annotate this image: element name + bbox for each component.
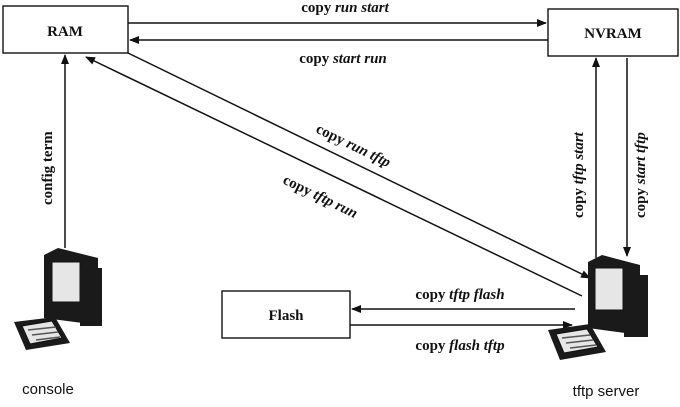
cmd-copy-start-run: copy start run (299, 51, 387, 67)
flash-label: Flash (268, 308, 304, 324)
nvram-box: NVRAM (547, 8, 679, 57)
arrow-ram-to-tftp (127, 52, 591, 279)
nvram-label: NVRAM (584, 26, 642, 42)
cmd-copy-tftp-start: copy tftp start (571, 131, 587, 218)
tftp-server-caption: tftp server (573, 383, 640, 400)
cmd-copy-start-tftp: copy start tftp (633, 132, 649, 218)
flash-box: Flash (221, 290, 351, 339)
tftp-server-computer-icon (548, 255, 648, 360)
arrow-tftp-to-ram (85, 56, 583, 297)
cmd-copy-flash-tftp: copy flash tftp (415, 338, 505, 354)
cmd-config-term: config term (40, 131, 56, 205)
cmd-copy-run-start: copy run start (301, 0, 389, 16)
cmd-copy-tftp-flash: copy tftp flash (415, 287, 504, 303)
console-caption: console (22, 381, 74, 398)
console-computer-icon (14, 248, 102, 350)
ram-box: RAM (2, 5, 129, 54)
cmd-copy-tftp-run: copy tftp run (280, 172, 360, 222)
ram-label: RAM (47, 24, 83, 40)
cmd-copy-run-tftp: copy run tftp (313, 121, 393, 171)
